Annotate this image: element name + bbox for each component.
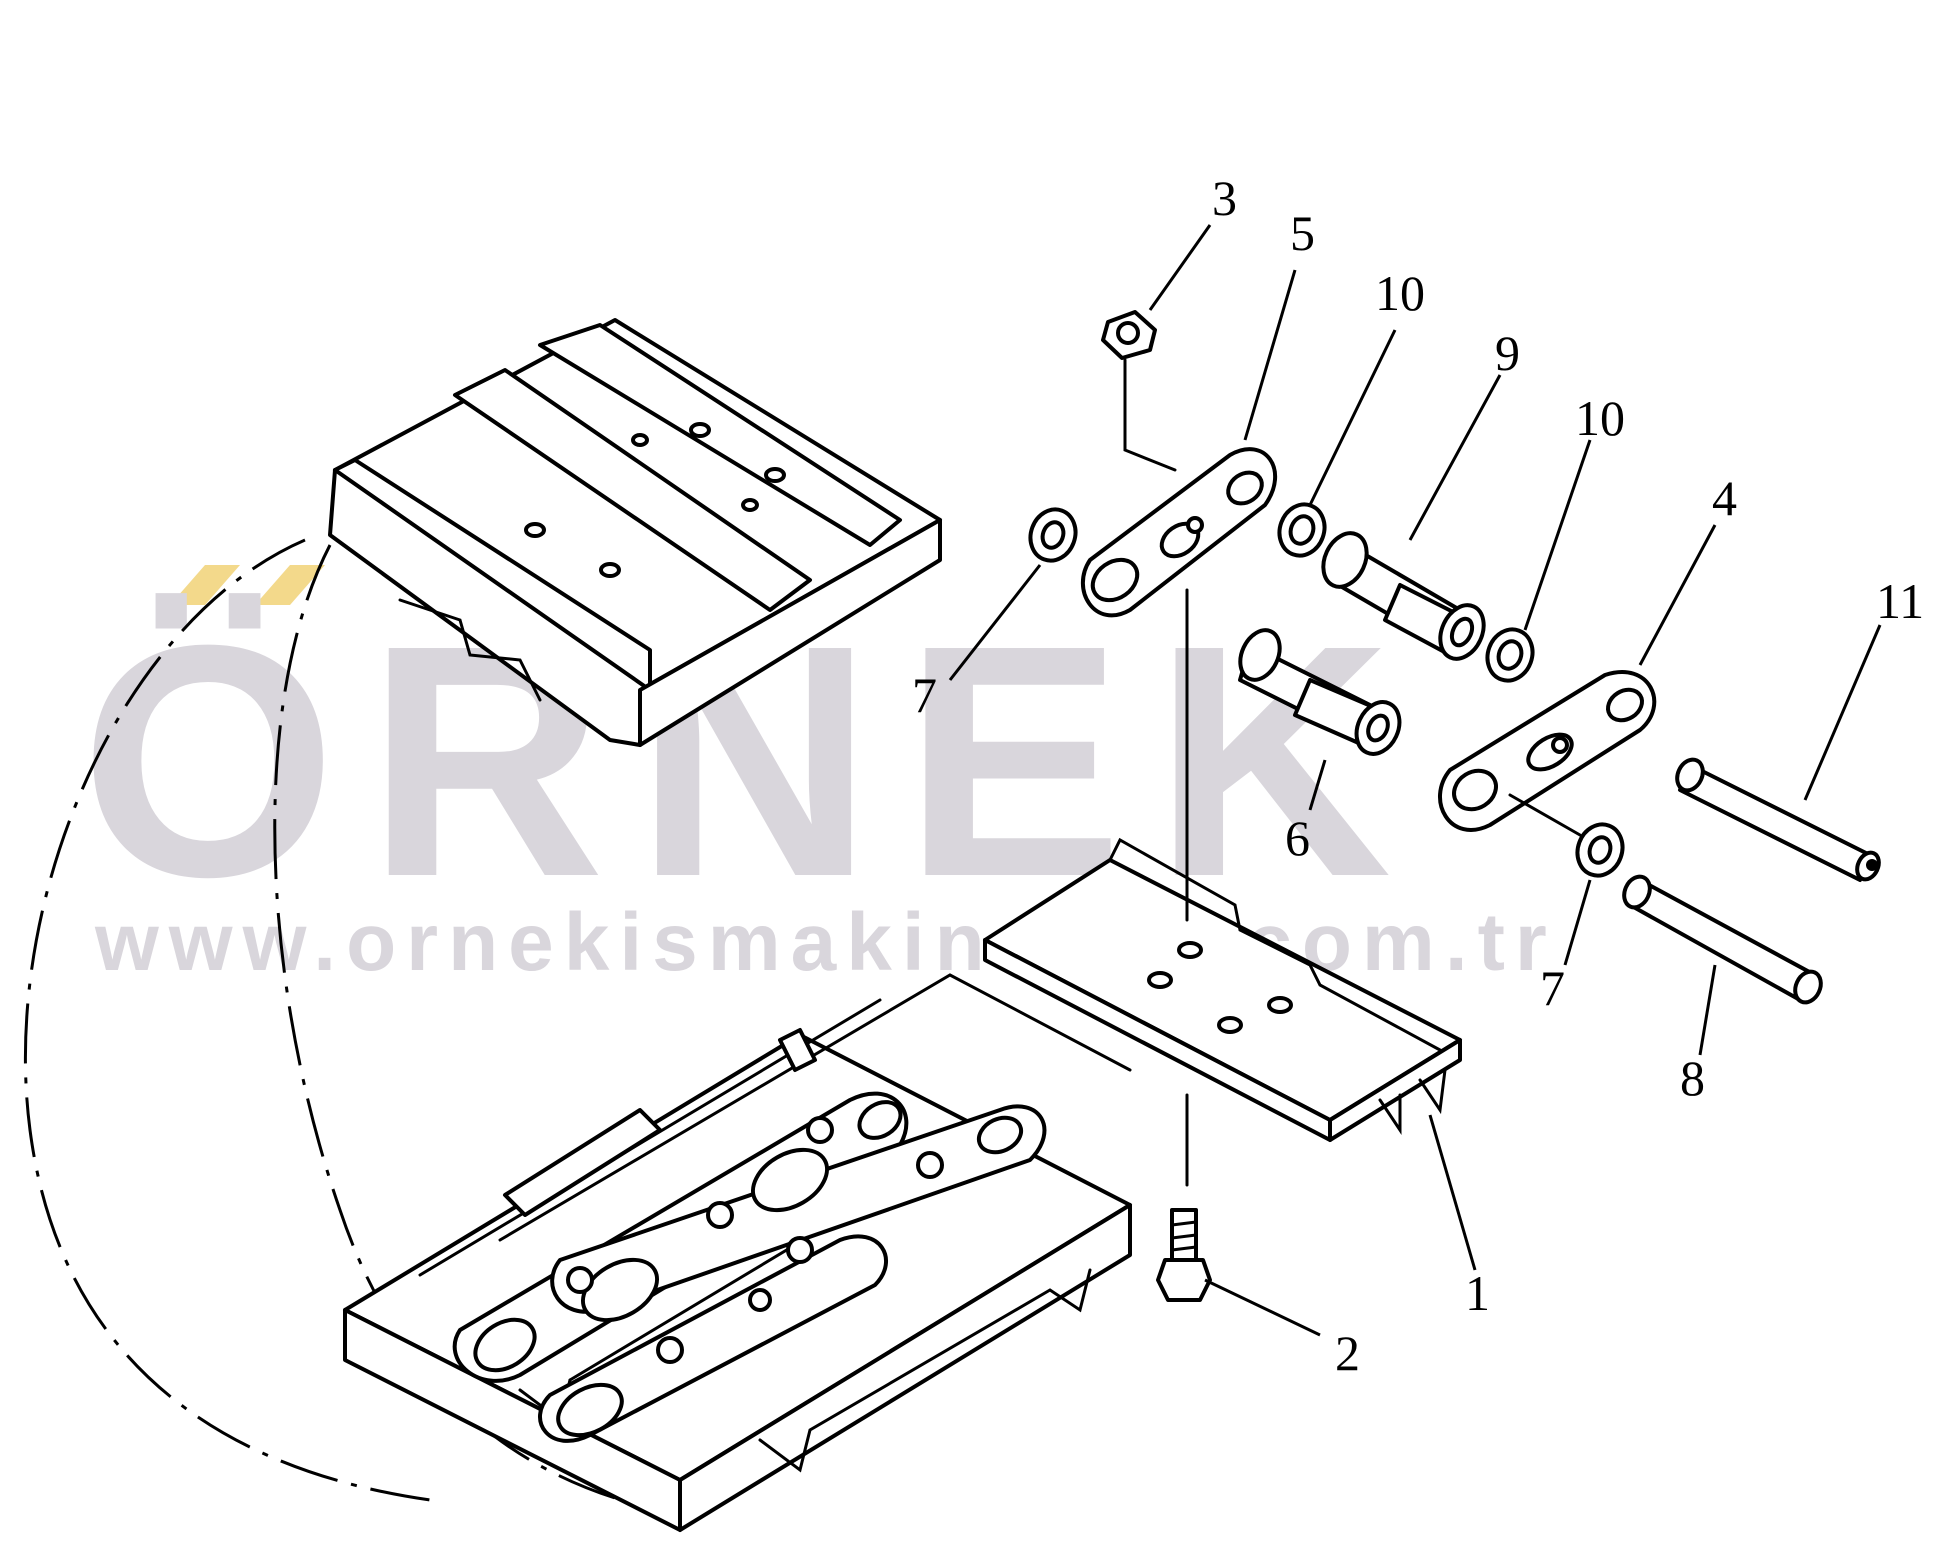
track-loop-outline bbox=[23, 538, 661, 1512]
track-bushing bbox=[1238, 628, 1402, 756]
callout-label-10a: 10 bbox=[1375, 265, 1425, 321]
callout-label-7b: 7 bbox=[1540, 960, 1565, 1016]
master-link-right bbox=[1438, 670, 1657, 832]
spacer-upper bbox=[1277, 502, 1327, 558]
master-pin bbox=[1675, 757, 1881, 882]
callout-label-2: 2 bbox=[1335, 1325, 1360, 1381]
watermark-umlaut-right bbox=[255, 565, 325, 605]
callout-label-10b: 10 bbox=[1575, 390, 1625, 446]
track-pin bbox=[1622, 874, 1823, 1005]
callout-label-9: 9 bbox=[1495, 325, 1520, 381]
callout-label-1: 1 bbox=[1465, 1265, 1490, 1321]
shoe-bolt bbox=[1156, 1208, 1212, 1302]
callout-numbers: 1 2 3 4 5 6 7 7 8 9 10 10 11 bbox=[912, 170, 1924, 1381]
callout-label-4: 4 bbox=[1712, 470, 1737, 526]
callout-label-5: 5 bbox=[1290, 205, 1315, 261]
seal-left bbox=[1028, 507, 1078, 563]
callout-label-8: 8 bbox=[1680, 1050, 1705, 1106]
upper-track-shoe bbox=[328, 318, 942, 747]
master-link-left bbox=[1080, 447, 1277, 618]
shoe-plate bbox=[983, 837, 1462, 1142]
callout-label-7a: 7 bbox=[912, 667, 937, 723]
watermark-url: www.ornekismakinalari.com.tr bbox=[94, 897, 1557, 988]
callout-label-3: 3 bbox=[1212, 170, 1237, 226]
exploded-parts bbox=[983, 310, 1881, 1302]
callout-label-6: 6 bbox=[1285, 810, 1310, 866]
callout-leaders bbox=[948, 224, 1882, 1337]
callout-label-11: 11 bbox=[1876, 573, 1924, 629]
shoe-nut bbox=[1101, 310, 1157, 360]
bolt-axis-line-upper bbox=[1123, 358, 1177, 472]
seal-right bbox=[1575, 822, 1625, 878]
seal-axis-line bbox=[1508, 793, 1582, 837]
watermark-umlaut-left bbox=[170, 565, 240, 605]
lower-track-section bbox=[343, 973, 1132, 1532]
bushing bbox=[1321, 531, 1486, 661]
spacer-lower bbox=[1485, 627, 1535, 683]
